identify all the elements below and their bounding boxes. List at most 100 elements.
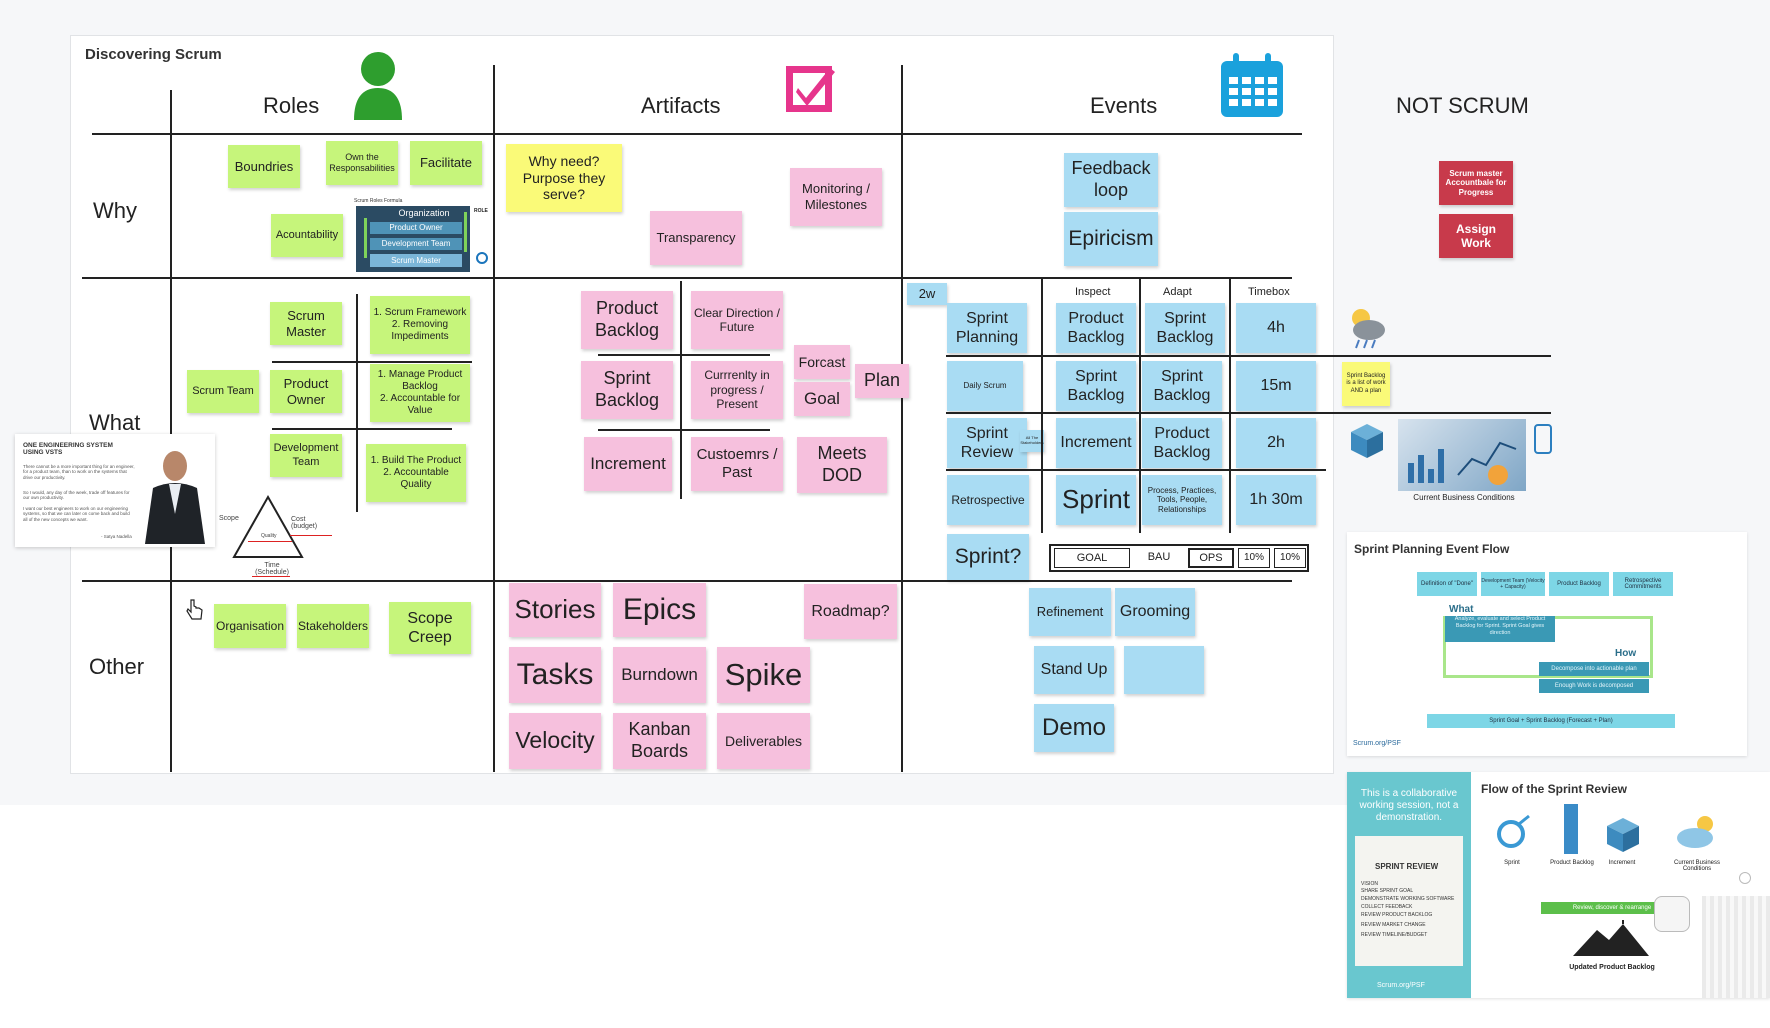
divider-line: [680, 281, 682, 499]
sticky-po-responsibilities[interactable]: 1. Manage Product Backlog 2. Accountable…: [370, 364, 470, 422]
review-item-sprint: Sprint: [1504, 860, 1520, 866]
planning-box-product-backlog: Product Backlog: [1549, 572, 1609, 596]
triangle-time: Time (Schedule): [255, 562, 289, 576]
sticky-timebox-1h30m[interactable]: 1h 30m: [1236, 475, 1316, 525]
sticky-currently-in-progress[interactable]: Currrenlty in progress / Present: [691, 361, 783, 419]
sticky-adapt-product-backlog[interactable]: Product Backlog: [1142, 418, 1222, 468]
sticky-customers-past[interactable]: Custoemrs / Past: [691, 437, 783, 491]
sticky-inspect-sprint[interactable]: Sprint: [1056, 475, 1136, 525]
sticky-stories[interactable]: Stories: [509, 583, 601, 637]
sticky-sm-accountable-progress[interactable]: Scrum master Accountbale for Progress: [1439, 161, 1513, 205]
sticky-clear-direction[interactable]: Clear Direction / Future: [691, 291, 783, 349]
divider-line: [1229, 278, 1231, 533]
sticky-retrospective[interactable]: Retrospective: [947, 475, 1029, 525]
divider-line: [1041, 278, 1043, 533]
increment-cube-icon: [1351, 424, 1383, 458]
scrum-roles-diagram[interactable]: Scrum Roles Formula Organization Product…: [354, 198, 492, 274]
sticky-forcast[interactable]: Forcast: [794, 345, 850, 379]
calendar-icon: [1221, 53, 1283, 117]
product-backlog-icon: [1564, 804, 1578, 854]
sticky-empty[interactable]: [1124, 646, 1204, 694]
planning-how: How: [1615, 648, 1637, 659]
column-header-roles: Roles: [263, 93, 320, 118]
sticky-kanban-boards[interactable]: Kanban Boards: [613, 713, 706, 769]
sticky-facilitate[interactable]: Facilitate: [410, 141, 482, 185]
sticky-epics[interactable]: Epics: [613, 583, 706, 637]
whiteboard-title: SPRINT REVIEW: [1375, 862, 1439, 871]
quote-card[interactable]: ONE ENGINEERING SYSTEM USING VSTS There …: [15, 434, 215, 547]
sticky-product-backlog[interactable]: Product Backlog: [581, 291, 673, 349]
sticky-sprint-backlog-note[interactable]: Sprint Backlog is a list of work AND a p…: [1342, 362, 1390, 406]
sticky-feedback-loop[interactable]: Feedback loop: [1064, 153, 1158, 207]
sticky-adapt-sprint-backlog[interactable]: Sprint Backlog: [1145, 303, 1225, 353]
sticky-empiricism[interactable]: Epiricism: [1064, 212, 1158, 266]
sticky-timebox-15m[interactable]: 15m: [1236, 361, 1316, 411]
sticky-scrum-team[interactable]: Scrum Team: [187, 370, 259, 413]
sprint-review-flow-panel[interactable]: This is a collaborative working session,…: [1347, 772, 1770, 998]
sticky-meets-dod[interactable]: Meets DOD: [797, 437, 887, 493]
sticky-velocity[interactable]: Velocity: [509, 713, 601, 769]
sticky-product-owner[interactable]: Product Owner: [270, 370, 342, 413]
sticky-development-team[interactable]: Development Team: [270, 434, 342, 477]
review-footer: Scrum.org/PSF: [1377, 982, 1425, 989]
sticky-monitoring[interactable]: Monitoring / Milestones: [790, 168, 882, 226]
sticky-all-stakeholders[interactable]: All The Stakeholders: [1020, 430, 1044, 452]
sticky-plan[interactable]: Plan: [855, 364, 909, 398]
divider-line: [598, 354, 770, 356]
sticky-demo[interactable]: Demo: [1034, 704, 1114, 752]
header-timebox: Timebox: [1248, 286, 1290, 298]
sticky-tasks[interactable]: Tasks: [509, 647, 601, 703]
hand-cursor-icon: [186, 599, 203, 620]
sticky-burndown[interactable]: Burndown: [613, 647, 706, 703]
sticky-sprint-question[interactable]: Sprint?: [947, 534, 1029, 580]
phone-icon: [1534, 424, 1552, 454]
sticky-goal[interactable]: Goal: [794, 382, 850, 416]
sticky-dt-responsibilities[interactable]: 1. Build The Product 2. Accountable Qual…: [366, 444, 466, 502]
sticky-own-responsibilities[interactable]: Own the Responsabilities: [326, 141, 398, 185]
sticky-adapt-sprint-backlog-2[interactable]: Sprint Backlog: [1142, 361, 1222, 411]
sticky-spike[interactable]: Spike: [717, 647, 810, 703]
review-item-product-backlog: Product Backlog: [1550, 860, 1594, 866]
sticky-stand-up[interactable]: Stand Up: [1034, 646, 1114, 694]
sticky-roadmap[interactable]: Roadmap?: [804, 584, 897, 639]
sticky-deliverables[interactable]: Deliverables: [717, 713, 810, 769]
divider-line: [272, 428, 452, 430]
planning-flow-title: Sprint Planning Event Flow: [1354, 542, 1510, 556]
column-header-artifacts: Artifacts: [641, 93, 721, 118]
sticky-increment[interactable]: Increment: [584, 437, 672, 491]
sticky-sprint-planning[interactable]: Sprint Planning: [947, 303, 1027, 353]
sticky-boundries[interactable]: Boundries: [228, 145, 300, 188]
sticky-scrum-master[interactable]: Scrum Master: [270, 302, 342, 345]
edit-icon: [786, 66, 835, 112]
sticky-transparency[interactable]: Transparency: [650, 211, 742, 265]
sticky-adapt-process[interactable]: Process, Practices, Tools, People, Relat…: [1142, 475, 1222, 525]
mountain-flag-icon: [1573, 920, 1649, 956]
sticky-accountability[interactable]: Acountability: [271, 214, 343, 257]
sticky-sm-responsibilities[interactable]: 1. Scrum Framework 2. Removing Impedimen…: [370, 296, 470, 354]
current-conditions-label: Current Business Conditions: [1413, 493, 1515, 502]
widget-handle[interactable]: [1654, 896, 1690, 932]
sticky-stakeholders[interactable]: Stakeholders: [297, 604, 369, 648]
connector-handle[interactable]: [1739, 872, 1751, 884]
sticky-2w[interactable]: 2w: [907, 283, 947, 305]
sticky-organisation[interactable]: Organisation: [214, 604, 286, 648]
sticky-why-need[interactable]: Why need? Purpose they serve?: [506, 144, 622, 212]
grid-line: [170, 90, 172, 772]
diagram-title: Scrum Roles Formula: [354, 198, 403, 204]
sticky-assign-work[interactable]: Assign Work: [1439, 214, 1513, 258]
sticky-inspect-product-backlog[interactable]: Product Backlog: [1056, 303, 1136, 353]
whiteboard-item: REVIEW MARKET CHANGE: [1361, 922, 1426, 928]
sticky-sprint-backlog[interactable]: Sprint Backlog: [581, 361, 673, 419]
sprint-planning-flow-panel[interactable]: Sprint Planning Event Flow Definition of…: [1347, 532, 1747, 756]
sticky-scope-creep[interactable]: Scope Creep: [389, 602, 471, 654]
sticky-inspect-increment[interactable]: Increment: [1056, 418, 1136, 468]
sticky-timebox-4h[interactable]: 4h: [1236, 303, 1316, 353]
planning-box-dod: Definition of "Done": [1417, 572, 1477, 596]
sticky-grooming[interactable]: Grooming: [1115, 588, 1195, 636]
sticky-timebox-2h[interactable]: 2h: [1236, 418, 1316, 468]
sticky-sprint-review[interactable]: Sprint Review: [947, 418, 1027, 468]
sticky-refinement[interactable]: Refinement: [1029, 588, 1111, 636]
sticky-inspect-sprint-backlog[interactable]: Sprint Backlog: [1056, 361, 1136, 411]
sticky-daily-scrum[interactable]: Daily Scrum: [947, 361, 1023, 411]
diagram-sm: Scrum Master: [370, 254, 462, 267]
